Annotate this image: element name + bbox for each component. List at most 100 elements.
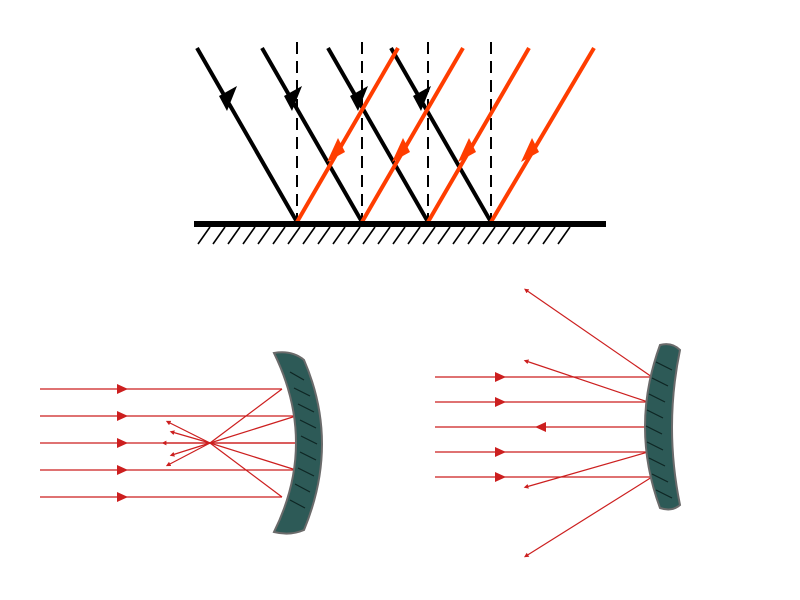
arrowhead	[117, 438, 128, 448]
reflected-ray	[523, 359, 649, 403]
hatch-line	[655, 489, 673, 499]
hatch-line	[648, 393, 666, 403]
incident-ray	[260, 47, 364, 223]
hatch-line	[297, 467, 315, 477]
arrowhead	[495, 472, 506, 482]
arrowhead	[117, 492, 128, 502]
reflected-ray	[523, 451, 649, 489]
plane-mirror-diagram	[194, 42, 606, 245]
reflected-arrowheads	[327, 138, 539, 162]
hatch-line	[300, 435, 318, 445]
arrowhead	[495, 397, 506, 407]
arrowhead	[392, 138, 410, 162]
arrowhead	[117, 411, 128, 421]
hatch-line	[655, 361, 673, 371]
diverging-ray	[169, 430, 211, 444]
hatch-line	[242, 226, 256, 245]
mirror-hatching	[197, 226, 571, 245]
incoming-arrowheads	[117, 384, 128, 502]
hatch-line	[302, 226, 316, 245]
hatch-line	[332, 226, 346, 245]
incoming-parallel-rays	[435, 376, 652, 478]
reflected-ray	[209, 388, 283, 444]
diverging-ray	[165, 442, 211, 467]
convex-mirror	[644, 343, 682, 511]
incident-rays	[195, 47, 493, 223]
hatch-line	[287, 226, 301, 245]
hatch-line	[197, 226, 211, 245]
arrowhead	[219, 86, 237, 111]
hatch-line	[557, 226, 571, 245]
incoming-arrowheads	[495, 372, 546, 482]
hatch-line	[377, 226, 391, 245]
hatch-line	[482, 226, 496, 245]
hatch-line	[294, 483, 311, 493]
hatch-line	[299, 419, 317, 429]
converging-rays	[161, 388, 300, 498]
diverging-ray	[169, 442, 211, 457]
hatch-line	[542, 226, 556, 245]
incident-ray	[389, 47, 493, 223]
hatch-line	[289, 371, 305, 381]
hatch-line	[257, 226, 271, 245]
hatch-line	[512, 226, 526, 245]
hatch-line	[467, 226, 481, 245]
hatch-line	[407, 226, 421, 245]
convex-mirror-hatching	[645, 361, 673, 499]
hatch-line	[648, 457, 666, 467]
reflected-ray	[523, 476, 653, 558]
reflected-ray	[360, 46, 465, 224]
hatch-line	[317, 226, 331, 245]
hatch-line	[645, 425, 663, 435]
reflected-ray	[209, 415, 297, 444]
hatch-line	[272, 226, 286, 245]
hatch-line	[422, 226, 436, 245]
hatch-line	[347, 226, 361, 245]
incident-ray	[195, 47, 299, 223]
arrowhead	[495, 447, 506, 457]
hatch-line	[299, 451, 317, 461]
hatch-line	[297, 403, 315, 413]
reflected-ray	[209, 442, 297, 471]
arrowhead	[117, 465, 128, 475]
convex-mirror-diagram	[435, 288, 682, 558]
hatch-line	[289, 499, 306, 509]
hatch-line	[362, 226, 376, 245]
arrowhead	[521, 138, 539, 162]
reflected-ray	[209, 442, 283, 498]
concave-mirror-hatching	[289, 371, 318, 509]
arrowhead	[458, 138, 476, 162]
hatch-line	[293, 387, 311, 397]
hatch-line	[212, 226, 226, 245]
arrowhead	[350, 86, 368, 111]
arrowhead	[327, 138, 345, 162]
concave-mirror	[272, 351, 323, 535]
arrowhead	[117, 384, 128, 394]
hatch-line	[227, 226, 241, 245]
hatch-line	[646, 409, 664, 419]
arrowhead	[535, 422, 546, 432]
incident-ray	[326, 47, 430, 223]
hatch-line	[392, 226, 406, 245]
hatch-line	[651, 473, 669, 483]
arrowhead	[413, 86, 431, 111]
hatch-line	[527, 226, 541, 245]
diverging-ray	[165, 420, 211, 444]
incident-arrowheads	[219, 86, 431, 111]
diverging-rays	[523, 288, 653, 558]
arrowhead	[284, 86, 302, 111]
normal-lines	[296, 42, 492, 222]
hatch-line	[497, 226, 511, 245]
reflected-ray	[524, 288, 653, 378]
hatch-line	[646, 441, 664, 451]
concave-mirror-diagram	[40, 351, 323, 535]
reflected-rays	[295, 46, 596, 224]
arrowhead	[495, 372, 506, 382]
reflected-ray	[489, 46, 596, 224]
reflected-ray	[426, 46, 531, 224]
hatch-line	[452, 226, 466, 245]
reflected-ray	[295, 46, 400, 224]
hatch-line	[437, 226, 451, 245]
hatch-line	[651, 377, 669, 387]
